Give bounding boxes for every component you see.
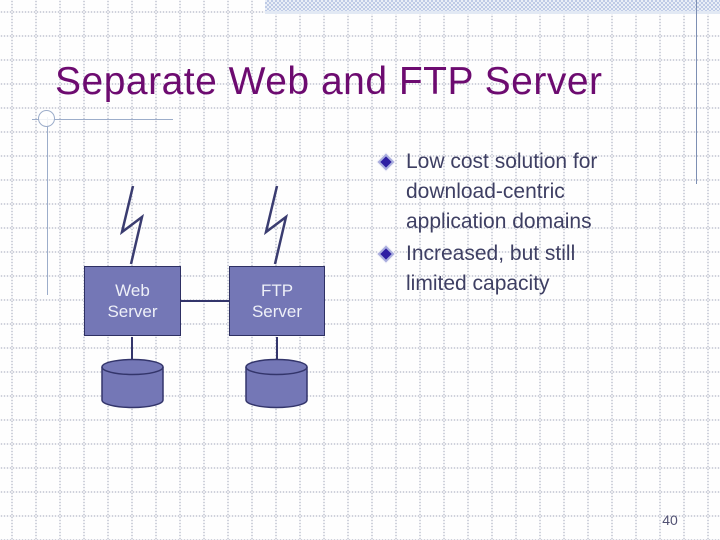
bullet-text: Increased, but still limited capacity: [406, 242, 576, 295]
bullet-diamond-icon: [376, 152, 396, 172]
bullet-list: Low cost solution for download-centric a…: [376, 147, 658, 301]
web-server-node: Web Server: [84, 266, 181, 336]
margin-rule: [47, 117, 48, 295]
list-item: Low cost solution for download-centric a…: [376, 147, 658, 237]
slide-title: Separate Web and FTP Server: [55, 60, 603, 103]
ftp-server-node: FTP Server: [229, 266, 325, 336]
compass-circle-icon: [38, 110, 55, 127]
bullet-diamond-icon: [376, 244, 396, 264]
lightning-bolt-icon: [119, 185, 145, 265]
list-item: Increased, but still limited capacity: [376, 239, 658, 299]
top-accent-band: [265, 0, 720, 14]
right-border-line: [696, 0, 697, 184]
web-server-label: Web Server: [107, 281, 158, 321]
database-cylinder-icon: [245, 358, 308, 409]
bullet-text: Low cost solution for download-centric a…: [406, 150, 598, 233]
connector-lines: [131, 300, 278, 362]
title-underline-rule: [32, 119, 173, 120]
page-number: 40: [662, 512, 678, 528]
database-cylinder-icon: [101, 358, 164, 409]
lightning-bolt-icon: [263, 185, 289, 265]
ftp-server-label: FTP Server: [251, 281, 303, 321]
